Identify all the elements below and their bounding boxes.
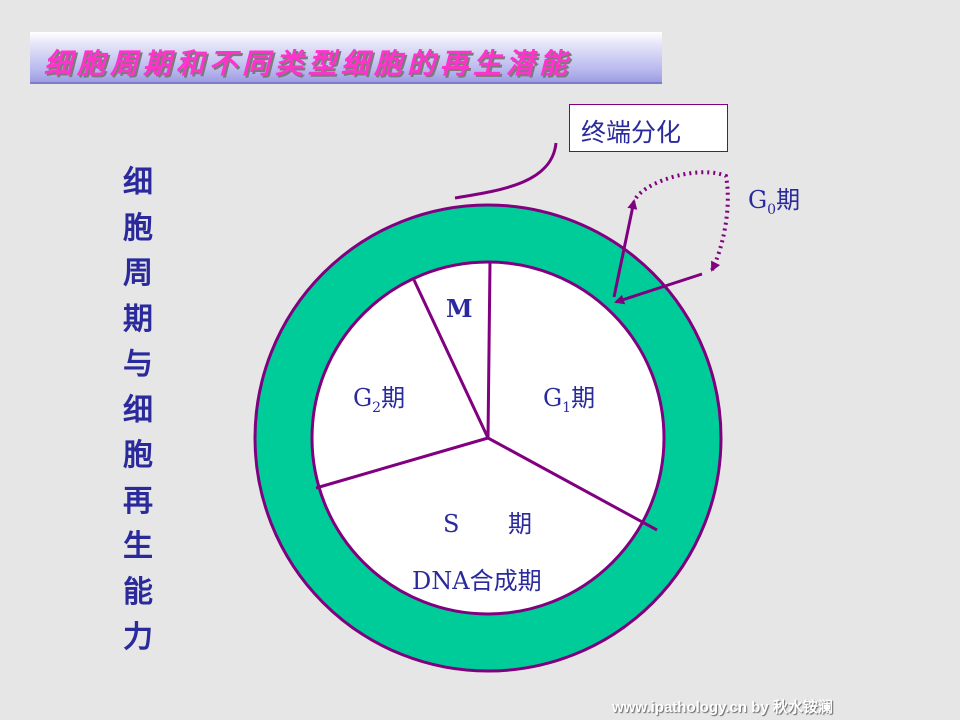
side-title-char: 与: [123, 347, 153, 382]
g0-label: G0期: [748, 186, 800, 218]
side-title-char: 期: [123, 301, 153, 337]
footer-watermark: www.ipathology.cn by 秋水铵澜: [612, 699, 833, 716]
side-title-char: 力: [123, 620, 153, 655]
g0-exit-arrow: [612, 199, 638, 298]
terminal-differentiation-label: 终端分化: [581, 118, 682, 147]
dna-synthesis-label: DNA合成期: [412, 567, 542, 595]
s-phase-letter: S: [443, 510, 459, 538]
title-banner: 细胞周期和不同类型细胞的再生潜能: [30, 32, 662, 84]
terminal-differentiation-curve: [454, 142, 558, 200]
side-title-char: 生: [123, 529, 153, 564]
side-title-char: 再: [123, 483, 153, 519]
side-title-char: 胞: [123, 438, 153, 473]
m-phase-label: M: [446, 294, 473, 323]
g0-return-arrow: [614, 272, 703, 305]
divider-m-g2: [412, 279, 490, 439]
side-title-char: 细: [123, 392, 153, 428]
g0-loop: [634, 170, 730, 272]
divider-m-g1: [486, 261, 492, 439]
side-title-char: 周: [123, 256, 153, 291]
terminal-differentiation-box: 终端分化: [569, 104, 728, 152]
side-title-char: 能: [123, 574, 153, 610]
side-title: 细 胞 周 期 与 细 胞 再 生 能 力: [118, 160, 158, 661]
side-title-char: 胞: [123, 210, 153, 246]
page-title: 细胞周期和不同类型细胞的再生潜能: [44, 47, 573, 80]
g2-phase-label: G2期: [353, 384, 405, 416]
divider-s-g1: [487, 436, 658, 532]
side-title-char: 细: [123, 165, 153, 200]
g1-phase-label: G1期: [543, 384, 595, 416]
s-phase-suffix: 期: [508, 510, 532, 538]
divider-g2-s: [315, 436, 489, 490]
